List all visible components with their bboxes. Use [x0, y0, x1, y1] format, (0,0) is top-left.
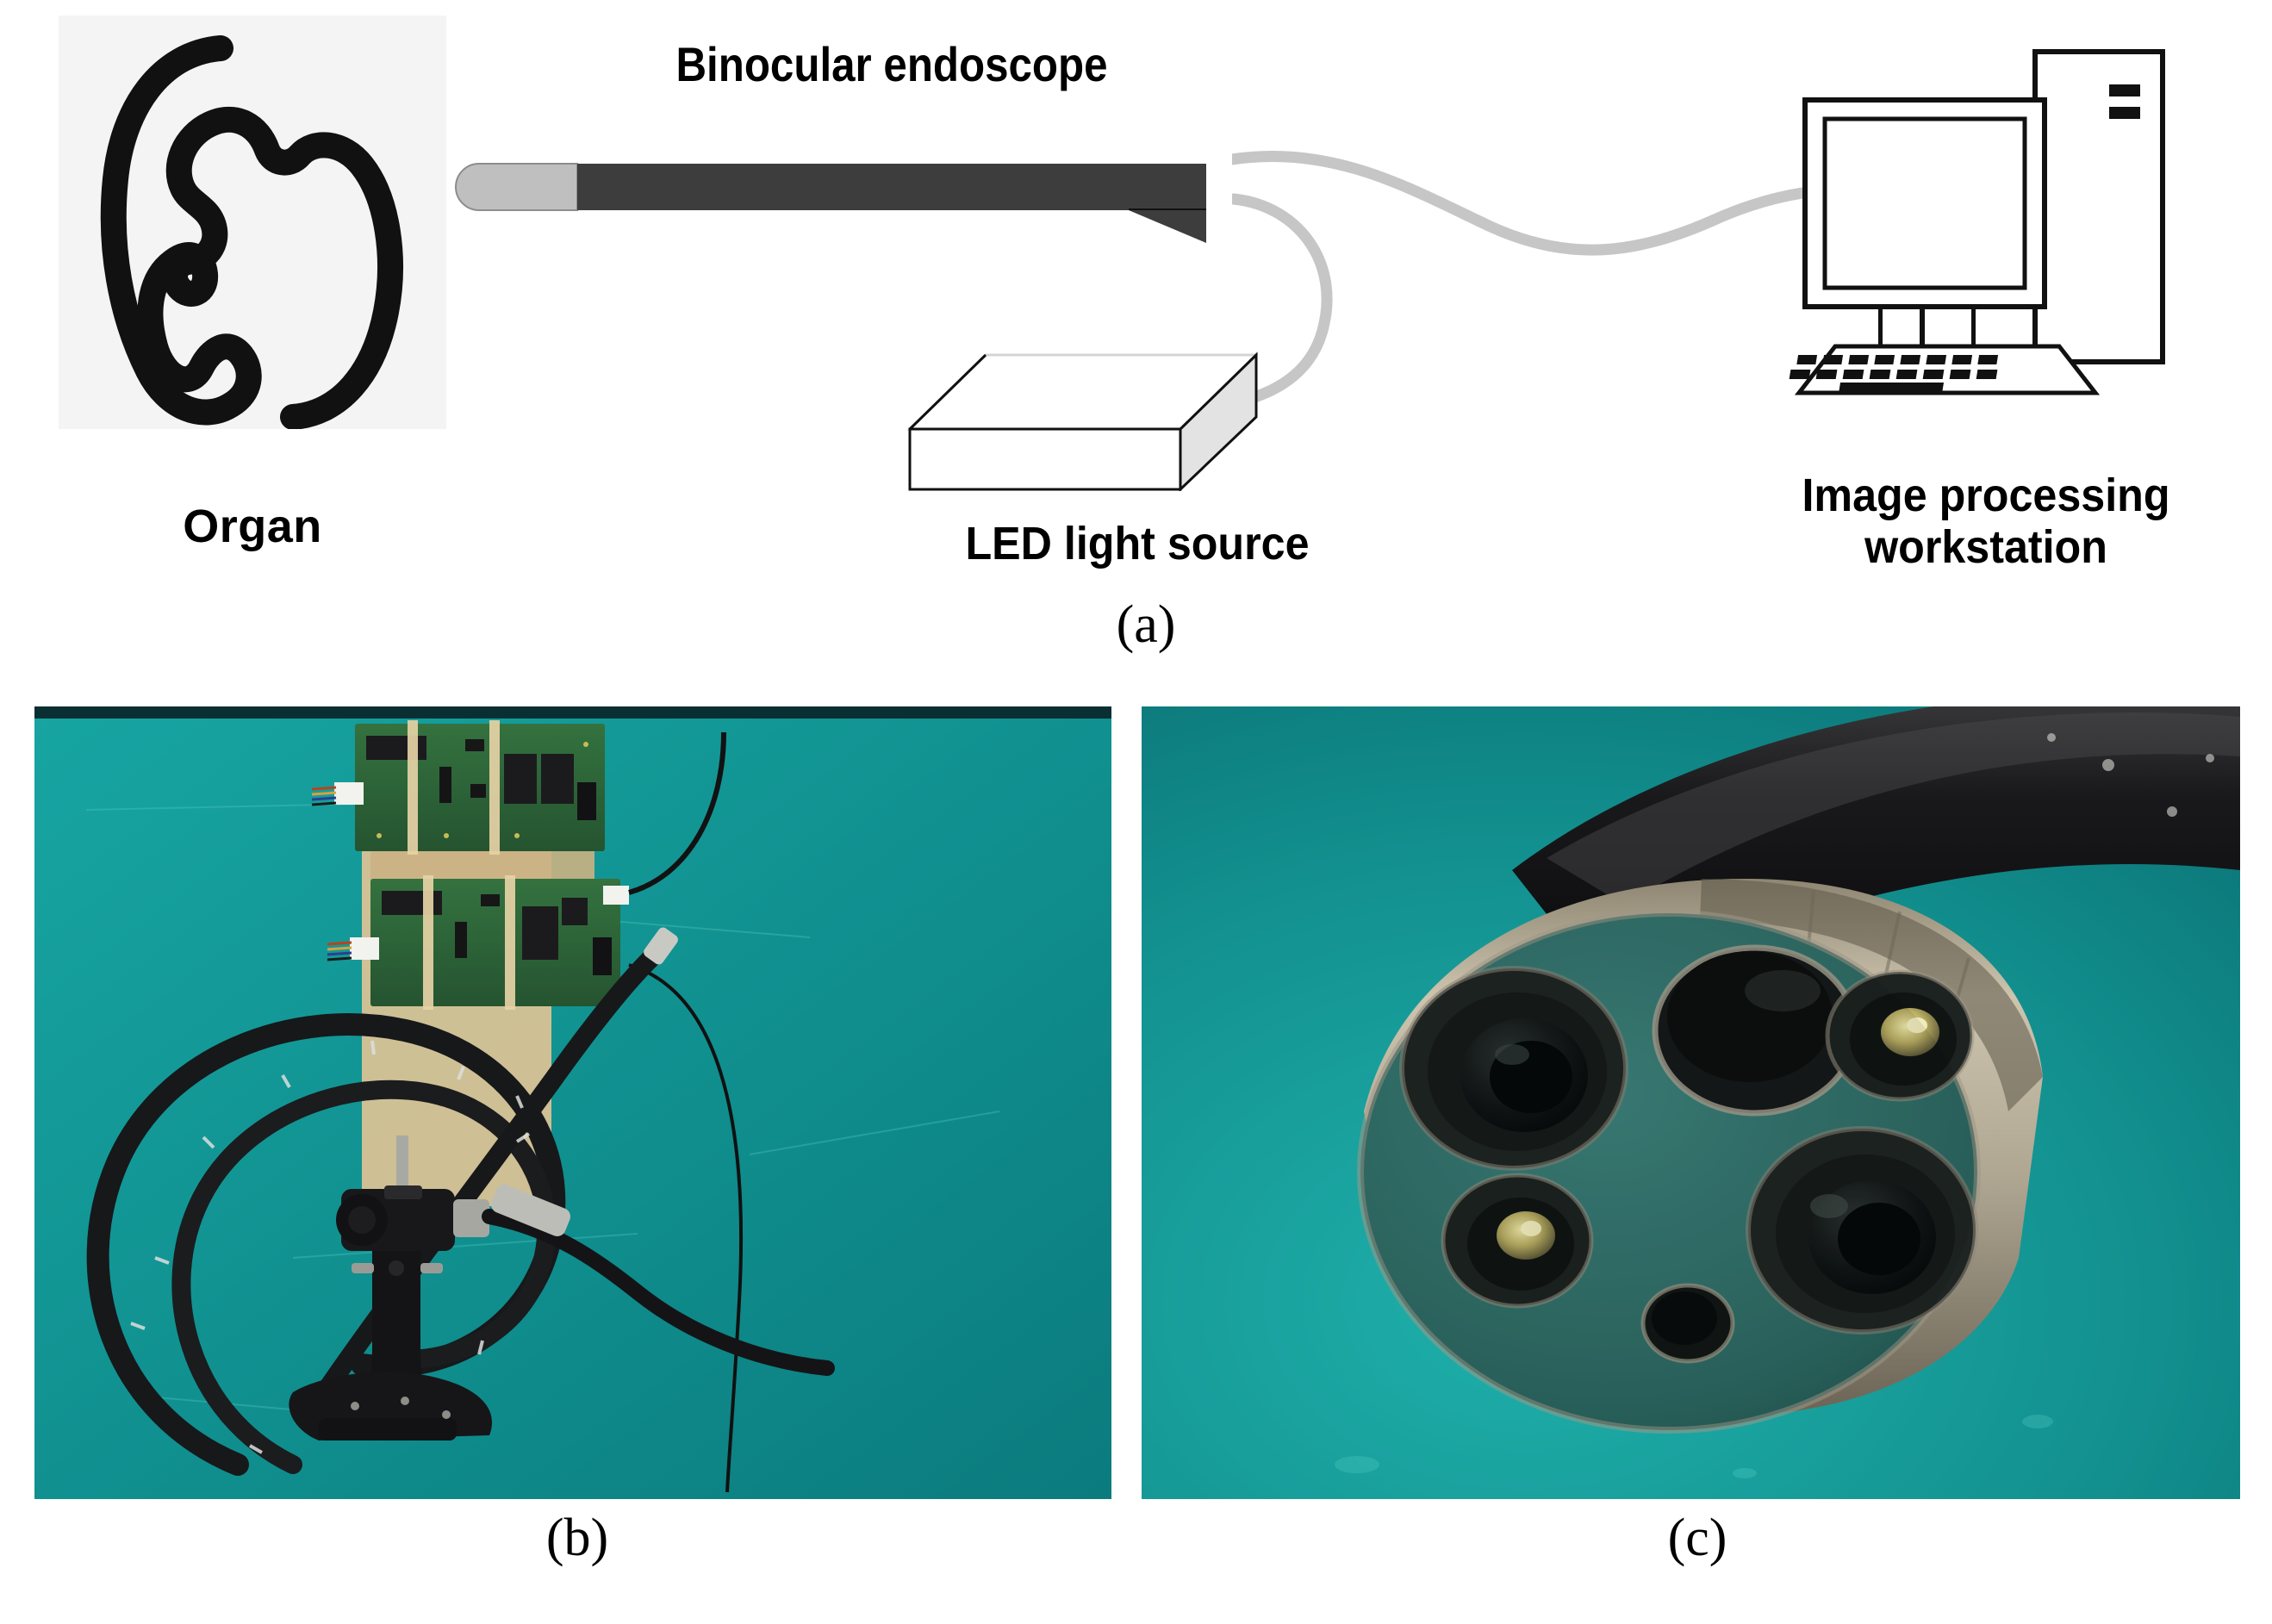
desktop-computer-icon	[1789, 49, 2165, 395]
workstation-label: Image processing workstation	[1709, 470, 2263, 574]
binocular-endoscope-label: Binocular endoscope	[675, 37, 1108, 91]
caption-b: (b)	[545, 1509, 609, 1567]
panel-a-schematic: Organ Binocular endoscope LED light sour…	[0, 0, 2272, 689]
endoscope-probe-icon	[455, 163, 1206, 243]
endoscope-system-photo	[34, 706, 1111, 1499]
panel-c-photo	[1142, 706, 2240, 1499]
caption-a: (a)	[1116, 595, 1176, 654]
panel-b-photo	[34, 706, 1111, 1499]
workstation-label-line1: Image processing	[1802, 470, 2170, 521]
organ-label: Organ	[183, 501, 322, 552]
caption-c: (c)	[1667, 1509, 1727, 1567]
stomach-outline-icon	[100, 35, 403, 429]
box-3d-icon	[906, 352, 1258, 491]
led-light-source-label: LED light source	[965, 518, 1310, 569]
distal-tip-closeup-photo	[1142, 706, 2240, 1499]
workstation-label-line2: workstation	[1864, 521, 2107, 574]
organ-illustration	[59, 16, 446, 429]
